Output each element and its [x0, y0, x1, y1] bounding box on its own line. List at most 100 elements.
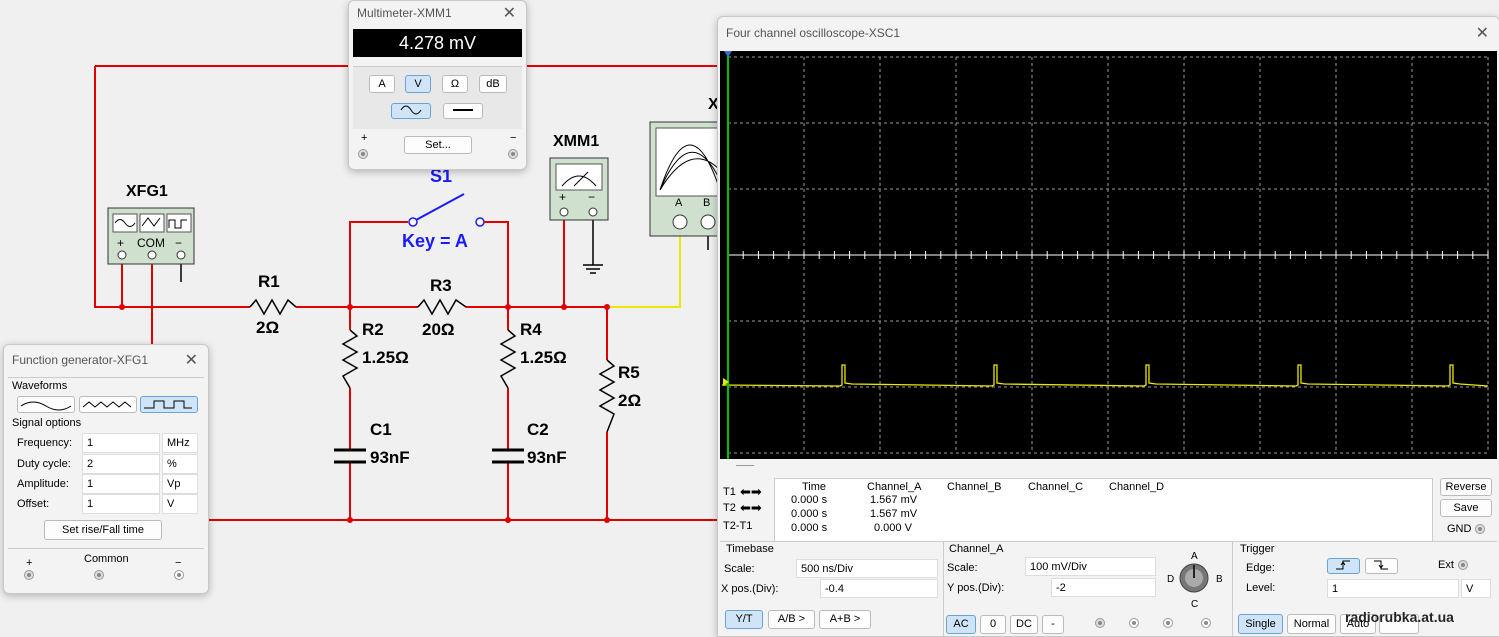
channel-title: Channel_A: [949, 543, 1004, 555]
r2-name: R2: [362, 320, 384, 339]
single-button[interactable]: Single: [1238, 614, 1283, 634]
header-channel-a: Channel_A: [867, 481, 922, 493]
set-button[interactable]: Set...: [404, 136, 472, 154]
duty-cycle-input[interactable]: 2: [82, 454, 160, 474]
a-plus-b-button[interactable]: A+B >: [819, 610, 871, 629]
gnd-label: GND: [1447, 523, 1472, 535]
common-terminal[interactable]: [94, 570, 104, 580]
s1-name: S1: [430, 166, 453, 186]
probe-wire: [608, 230, 681, 308]
xpos-label: X pos.(Div):: [721, 583, 779, 595]
t2-arrows-icon[interactable]: ⬅➡: [740, 500, 762, 515]
amplitude-unit[interactable]: Vp: [162, 474, 198, 494]
xsc1-label: X: [708, 96, 719, 113]
channel-terminal-2[interactable]: [1129, 618, 1139, 628]
auto-button[interactable]: Auto: [1340, 614, 1376, 634]
rising-edge-button[interactable]: [1327, 558, 1360, 574]
channel-terminal-4[interactable]: [1201, 618, 1211, 628]
header-channel-c: Channel_C: [1028, 481, 1084, 493]
duty-cycle-label: Duty cycle:: [17, 458, 71, 470]
level-input[interactable]: 1: [1327, 579, 1459, 598]
xmm1-instrument[interactable]: [549, 157, 609, 221]
reverse-button[interactable]: Reverse: [1440, 478, 1492, 496]
fg-minus-label: −: [175, 557, 182, 569]
offset-label: Offset:: [17, 498, 50, 510]
minus-terminal[interactable]: [174, 570, 184, 580]
multimeter-minus-label: −: [510, 132, 517, 144]
minus-terminal[interactable]: [508, 149, 518, 159]
set-rise-fall-button[interactable]: Set rise/Fall time: [44, 520, 162, 540]
xmm1-label: XMM1: [553, 133, 600, 150]
header-channel-b: Channel_B: [947, 481, 1002, 493]
r2-value: 1.25Ω: [362, 348, 409, 367]
cursor-handle-icon[interactable]: [724, 51, 732, 57]
ac-mode-button[interactable]: [391, 103, 431, 119]
square-wave-button[interactable]: [140, 396, 198, 413]
multimeter-plus-label: +: [361, 132, 368, 144]
offset-unit[interactable]: V: [162, 494, 198, 514]
t2-channel-a: 1.567 mV: [870, 508, 918, 520]
ac-coupling-button[interactable]: AC: [946, 615, 976, 634]
yt-button[interactable]: Y/T: [725, 610, 763, 629]
duty-cycle-unit[interactable]: %: [162, 454, 198, 474]
sine-wave-button[interactable]: [17, 396, 75, 413]
r3-resistor[interactable]: [417, 298, 467, 316]
r1-name: R1: [258, 272, 280, 291]
mode-amps-button[interactable]: A: [369, 75, 395, 93]
amplitude-input[interactable]: 1: [82, 474, 160, 494]
header-time: Time: [802, 481, 827, 493]
triangle-wave-button[interactable]: [79, 396, 137, 413]
channel-scale-label: Scale:: [947, 562, 978, 574]
zero-coupling-button[interactable]: 0: [980, 615, 1006, 634]
dc-coupling-button[interactable]: DC: [1010, 615, 1038, 634]
r3-name: R3: [430, 276, 452, 295]
channel-selector-knob-icon[interactable]: [1178, 562, 1210, 594]
dc-mode-button[interactable]: [443, 103, 483, 119]
r5-resistor[interactable]: [598, 359, 616, 433]
invert-button[interactable]: -: [1042, 615, 1064, 634]
t2-time: 0.000 s: [791, 508, 828, 520]
mode-db-button[interactable]: dB: [479, 75, 507, 93]
none-button[interactable]: [1379, 614, 1419, 634]
xfg1-instrument[interactable]: [107, 207, 195, 265]
timebase-scale-input[interactable]: 500 ns/Div: [796, 559, 938, 578]
c1-capacitor[interactable]: [334, 448, 366, 464]
t1-arrows-icon[interactable]: ⬅➡: [740, 484, 762, 499]
gnd-terminal[interactable]: [1475, 524, 1485, 534]
t1-channel-a: 1.567 mV: [870, 494, 918, 506]
level-unit[interactable]: V: [1461, 579, 1491, 598]
ab-button[interactable]: A/B >: [768, 610, 815, 629]
save-button[interactable]: Save: [1440, 499, 1492, 517]
ypos-input[interactable]: -2: [1051, 578, 1156, 597]
channel-scale-input[interactable]: 100 mV/Div: [1025, 557, 1156, 576]
r4-resistor[interactable]: [499, 329, 517, 389]
r5-name: R5: [618, 363, 640, 382]
s1-switch[interactable]: [400, 193, 492, 227]
plus-terminal[interactable]: [24, 570, 34, 580]
plus-terminal[interactable]: [358, 149, 368, 159]
offset-input[interactable]: 1: [82, 494, 160, 514]
r2-resistor[interactable]: [341, 329, 359, 389]
close-icon[interactable]: ✕: [184, 352, 198, 369]
close-icon[interactable]: ✕: [1475, 25, 1489, 42]
c2-capacitor[interactable]: [492, 448, 524, 464]
c2-value: 93nF: [527, 448, 567, 467]
scope-grid: [727, 56, 1489, 454]
oscilloscope-title: Four channel oscilloscope-XSC1: [726, 26, 901, 40]
mode-volts-button[interactable]: V: [405, 75, 431, 93]
multimeter-title: Multimeter-XMM1: [357, 6, 452, 20]
frequency-unit[interactable]: MHz: [162, 433, 198, 453]
triangle-wave-icon: [82, 401, 132, 408]
close-icon[interactable]: ✕: [502, 5, 516, 22]
r1-resistor[interactable]: [249, 298, 297, 316]
ext-terminal[interactable]: [1458, 560, 1468, 570]
normal-button[interactable]: Normal: [1287, 614, 1336, 634]
frequency-input[interactable]: 1: [82, 433, 160, 453]
splitter-handle[interactable]: [736, 465, 754, 466]
xpos-input[interactable]: -0.4: [820, 579, 938, 598]
falling-edge-button[interactable]: [1365, 558, 1398, 574]
mode-ohms-button[interactable]: Ω: [442, 75, 468, 93]
channel-terminal-3[interactable]: [1163, 618, 1173, 628]
common-label: Common: [84, 553, 129, 565]
channel-terminal-1[interactable]: [1095, 618, 1105, 628]
